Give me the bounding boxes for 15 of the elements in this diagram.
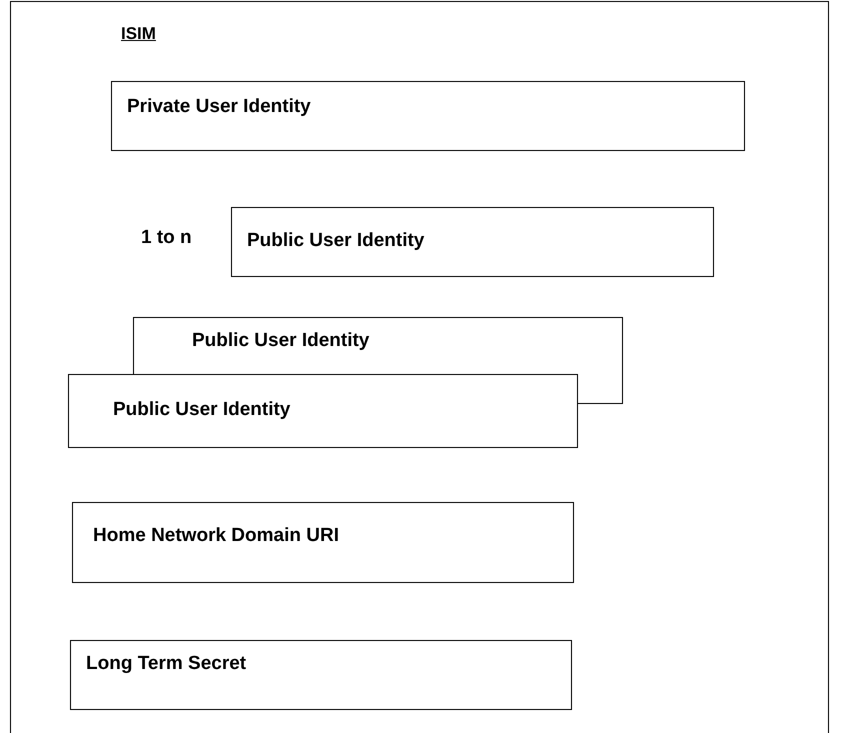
field-label: Public User Identity [247,230,424,252]
field-box [68,374,578,448]
field-box [70,640,572,710]
field-label: Public User Identity [192,330,370,352]
field-label: Public User Identity [113,399,290,421]
field-box [72,502,574,583]
field-label: Long Term Secret [86,653,246,675]
multiplicity-label: 1 to n [141,227,192,249]
field-box [231,207,714,277]
field-label: Private User Identity [127,96,311,118]
heading: ISIM [121,24,156,44]
field-box [133,317,623,375]
field-label: Home Network Domain URI [93,525,339,547]
field-box [111,81,745,151]
outer-frame [10,1,829,733]
